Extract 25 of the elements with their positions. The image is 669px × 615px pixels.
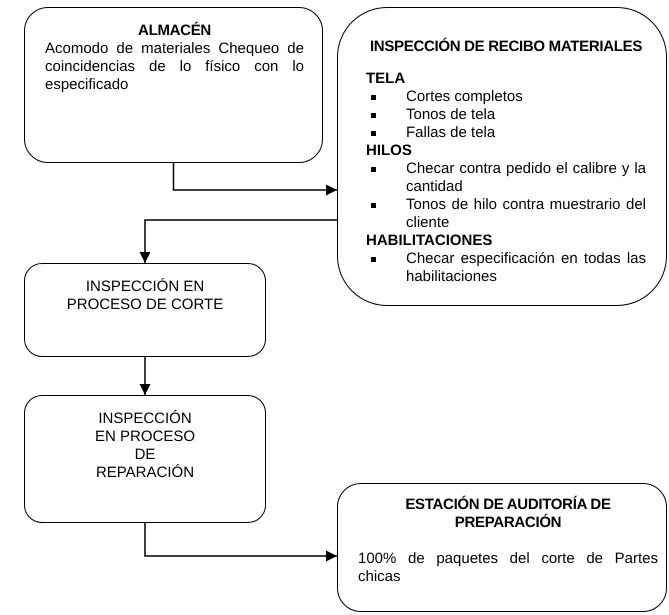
bullet-item: Checar especificación en todas las habilitaciones <box>366 250 646 286</box>
rounded-box <box>24 395 266 523</box>
bullet-item: Tonos de hilo contra muestrario del cliente <box>366 196 646 232</box>
rounded-box <box>337 7 667 306</box>
rounded-box <box>24 263 266 357</box>
section-heading: HILOS <box>366 142 413 160</box>
arrow <box>144 523 337 562</box>
bullet-item: Checar contra pedido el calibre y la cantidad <box>366 160 646 196</box>
box-label: INSPECCIÓN EN PROCESO DE REPARACIÓN <box>94 410 196 482</box>
section-heading: TELA <box>366 70 406 88</box>
rounded-box <box>337 483 667 612</box>
box-text: 100% de paquetes del corte de Partes chicas <box>358 550 658 586</box>
arrow <box>140 357 150 395</box>
box-text: Acomodo de materiales Chequeo de coincidencias de lo físico con lo especificado <box>45 40 304 94</box>
bullet-item: Fallas de tela <box>366 124 646 142</box>
box-heading: ESTACIÓN DE AUDITORÍA DE PREPARACIÓN <box>404 496 612 532</box>
bullet-item: Tonos de tela <box>366 106 646 124</box>
bullet-item: Cortes completos <box>366 88 646 106</box>
box-heading: INSPECCIÓN DE RECIBO MATERIALES <box>368 38 644 56</box>
section-heading: HABILITACIONES <box>366 232 494 250</box>
arrow <box>172 163 337 196</box>
box-heading: ALMACÉN <box>137 22 212 40</box>
rounded-box <box>24 7 323 163</box>
box-label: INSPECCIÓN EN PROCESO DE CORTE <box>66 278 224 314</box>
arrow <box>140 219 337 263</box>
